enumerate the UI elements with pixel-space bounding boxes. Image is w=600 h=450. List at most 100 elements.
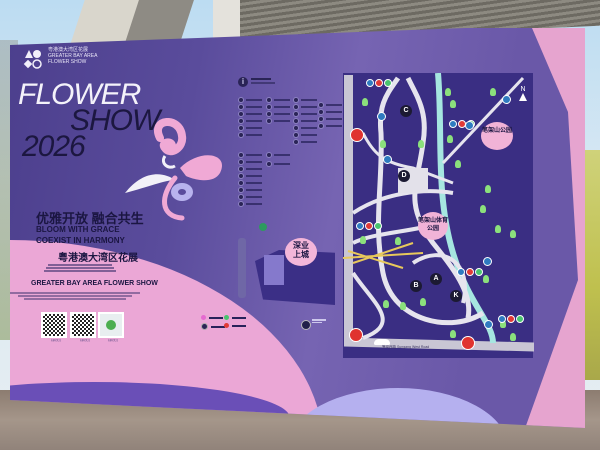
zone-k-marker[interactable]: K — [450, 290, 462, 302]
legend-item — [238, 194, 262, 200]
qr-code-3[interactable]: 扫码关注 — [98, 312, 128, 342]
legend-item — [266, 111, 290, 117]
legend-item — [238, 180, 262, 186]
legend-bullet-icon — [238, 104, 244, 110]
legend-item — [318, 109, 342, 115]
tree-icon — [495, 225, 501, 233]
zone-c-marker[interactable]: C — [400, 105, 412, 117]
tree-icon — [362, 98, 368, 106]
info-point-icon — [465, 121, 474, 130]
map-paths — [343, 73, 525, 344]
facility-icons — [366, 79, 392, 87]
legend-item — [293, 125, 317, 131]
tree-icon — [480, 205, 486, 213]
legend-bullet-icon — [238, 118, 244, 124]
organizers-fine-print-en — [10, 291, 140, 301]
legend-item — [238, 201, 262, 207]
legend-item — [238, 159, 262, 165]
tree-icon — [500, 320, 506, 328]
legend-bullet-icon — [201, 323, 208, 330]
info-point-icon — [483, 257, 492, 266]
legend-bullet-icon — [238, 125, 244, 131]
legend-item — [238, 132, 262, 138]
legend-item — [224, 323, 246, 328]
legend-bullet-icon — [238, 173, 244, 179]
legend-bullet-icon — [238, 180, 244, 186]
venue-building-annex — [264, 255, 284, 285]
tree-icon — [483, 275, 489, 283]
zone-a-marker[interactable]: A — [430, 273, 442, 285]
legend-bullet-icon — [293, 139, 299, 145]
legend-item — [318, 123, 342, 129]
tree-icon — [455, 160, 461, 168]
legend-bullet-icon — [238, 152, 244, 158]
title-line-2: SHOW — [70, 104, 160, 137]
zone-b-marker[interactable]: B — [410, 280, 422, 292]
metro-station-icon — [259, 223, 267, 231]
legend-item — [238, 104, 262, 110]
legend-bullet-icon — [238, 97, 244, 103]
legend-item — [238, 166, 262, 172]
qr-code-image — [98, 312, 124, 338]
venue-location-pin[interactable]: 深业 上城 — [285, 238, 317, 266]
logo-text-cn: 粤港澳大湾区花展 — [48, 47, 89, 53]
legend-item — [318, 116, 342, 122]
road-name-label: 笋岗西路 Sungang West Road — [382, 345, 430, 349]
legend-bullet-icon — [266, 161, 272, 167]
poi-bijiashan-park-pin[interactable]: 笔架山公园 — [481, 122, 513, 150]
tree-icon — [420, 298, 426, 306]
legend-item — [201, 315, 223, 320]
event-name-english: GREATER BAY AREA FLOWER SHOW — [31, 280, 158, 287]
legend-item — [238, 118, 262, 124]
zone-d-marker[interactable]: D — [398, 170, 410, 182]
info-point-icon — [484, 320, 493, 329]
legend-item — [293, 139, 317, 145]
info-point-icon — [502, 95, 511, 104]
legend-bullet-icon — [266, 97, 272, 103]
flower-show-logo-icon — [23, 50, 42, 69]
legend-bullet-icon — [318, 116, 324, 122]
qr-code-2[interactable]: 扫码关注 — [70, 312, 100, 342]
entrance-marker-icon[interactable] — [350, 128, 364, 142]
legend-bullet-icon — [318, 102, 324, 108]
legend-item — [238, 152, 262, 158]
slogan-chinese: 优雅开放 融合共生 — [36, 211, 144, 226]
qr-code-image — [41, 312, 67, 338]
qr-code-1[interactable]: 扫码关注 — [41, 312, 71, 342]
legend-item — [238, 111, 262, 117]
tree-icon — [447, 135, 453, 143]
legend-bullet-icon — [293, 104, 299, 110]
tree-icon — [450, 100, 456, 108]
legend-bullet-icon — [238, 166, 244, 172]
legend-item — [266, 161, 290, 167]
legend-subtitle-text — [251, 82, 275, 84]
legend-item — [201, 323, 225, 330]
organizers-fine-print-cn — [40, 263, 120, 273]
tree-icon — [395, 237, 401, 245]
north-compass-icon: N — [518, 86, 528, 101]
legend-item — [266, 104, 290, 110]
legend-bullet-icon — [266, 111, 272, 117]
legend-item — [238, 125, 262, 131]
legend-item — [238, 187, 262, 193]
legend-bullet-icon — [293, 118, 299, 124]
logo-text: 粤港澳大湾区花展 GREATER BAY AREA FLOWER SHOW — [48, 47, 97, 65]
qr-code-label: 扫码关注 — [107, 339, 118, 342]
legend-bullet-icon — [318, 109, 324, 115]
entrance-marker-icon[interactable] — [349, 328, 363, 342]
tree-icon — [510, 230, 516, 238]
legend-bullet-icon — [293, 132, 299, 138]
legend-bullet-icon — [293, 111, 299, 117]
legend-item — [224, 315, 246, 320]
title-line-1: FLOWER — [18, 78, 141, 111]
entrance-marker-icon[interactable] — [461, 336, 475, 350]
legend-bullet-icon — [238, 111, 244, 117]
tree-icon — [445, 88, 451, 96]
poi-bijiashan-sports-park-pin[interactable]: 笔架山体育公园 — [418, 212, 448, 240]
tree-icon — [360, 236, 366, 244]
legend-bullet-icon — [293, 125, 299, 131]
legend-item — [238, 97, 262, 103]
tree-icon — [380, 140, 386, 148]
event-name-chinese: 粤港澳大湾区花展 — [58, 253, 138, 264]
legend-bullet-icon — [266, 118, 272, 124]
